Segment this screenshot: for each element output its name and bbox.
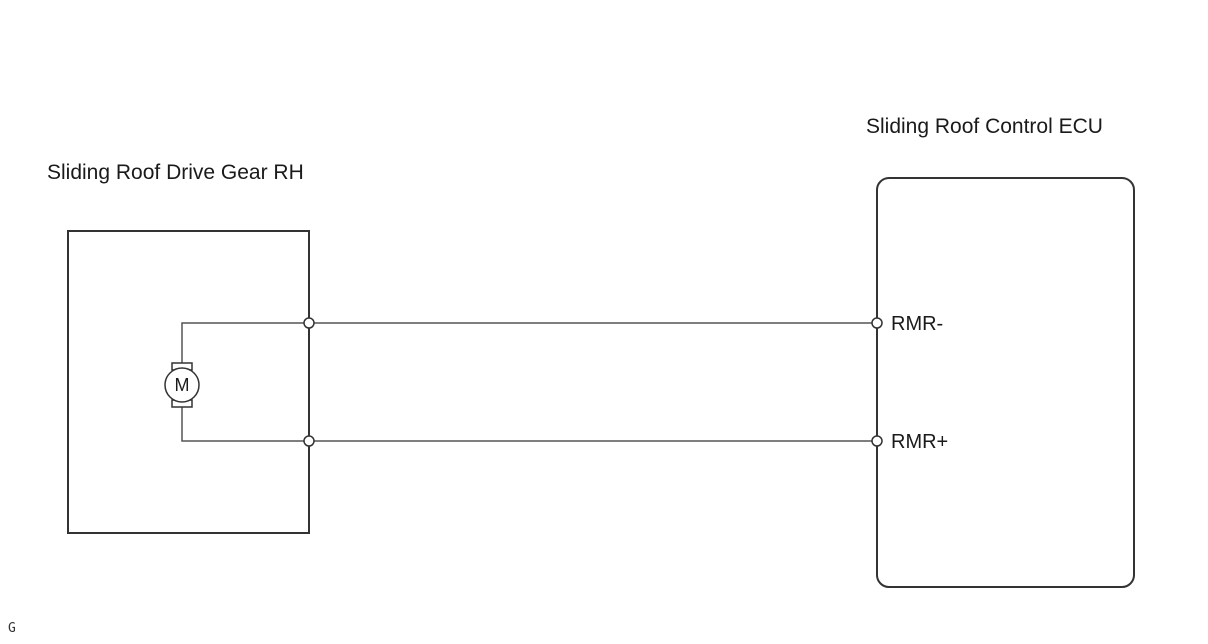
motor-wire-bottom: [181, 407, 309, 442]
drive-gear-box: [67, 230, 310, 534]
ecu-box: [876, 177, 1135, 588]
terminal-ecu-rmr-minus: [871, 317, 883, 329]
terminal-drive-gear-bottom: [303, 435, 315, 447]
motor-circle: [164, 367, 200, 403]
ecu-label: Sliding Roof Control ECU: [866, 115, 1103, 138]
drive-gear-label: Sliding Roof Drive Gear RH: [47, 161, 304, 184]
terminal-drive-gear-top: [303, 317, 315, 329]
motor-symbol-label: M: [175, 375, 190, 395]
motor-wire-top: [181, 322, 309, 363]
pin-label-rmr-minus: RMR-: [891, 313, 943, 335]
footer-mark: G: [8, 621, 16, 636]
terminal-ecu-rmr-plus: [871, 435, 883, 447]
pin-label-rmr-plus: RMR+: [891, 431, 948, 453]
motor-icon: M: [164, 362, 200, 408]
